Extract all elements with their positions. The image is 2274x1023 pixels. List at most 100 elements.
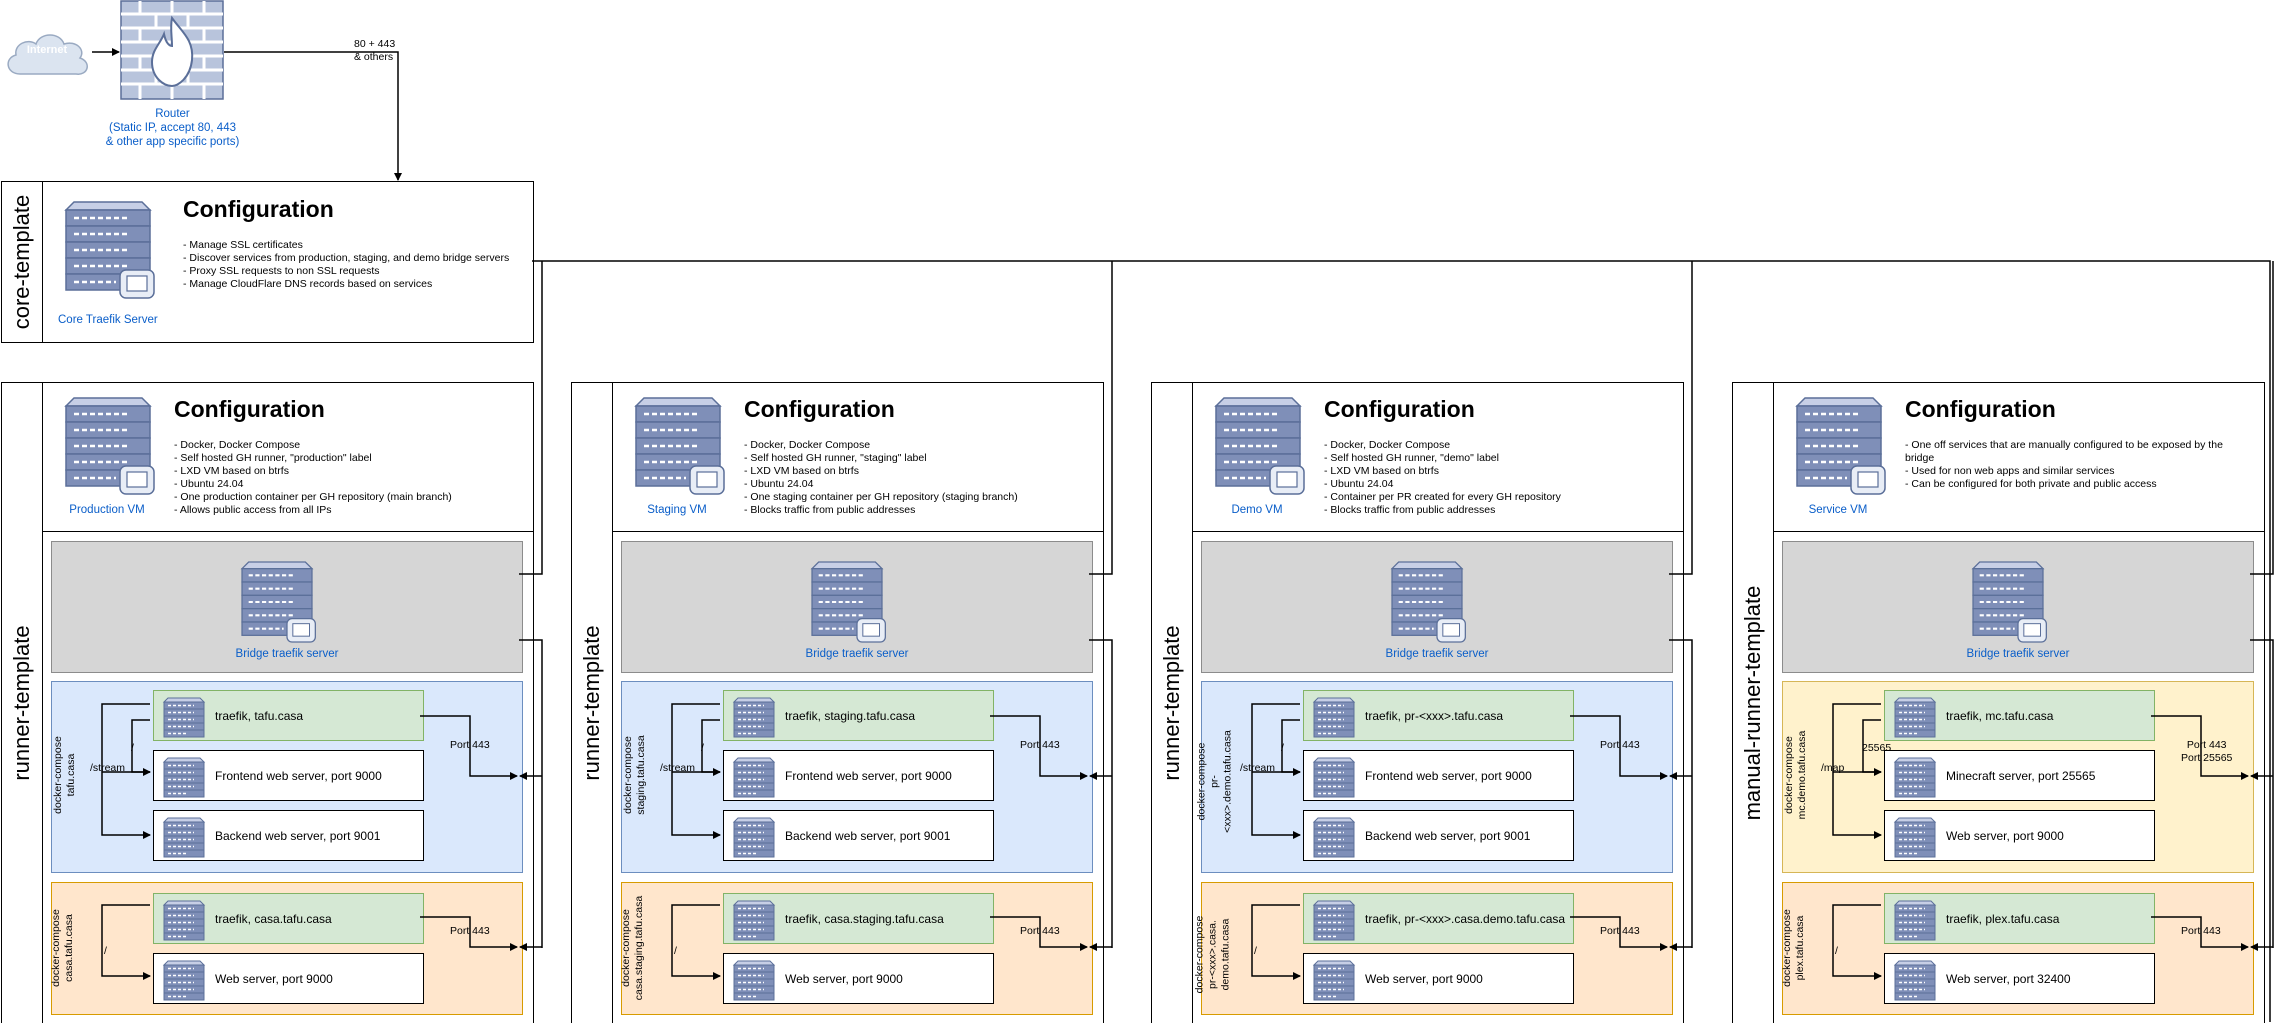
service-box: Minecraft server, port 25565: [1884, 750, 2155, 801]
traefik-service: traefik, plex.tafu.casa: [1884, 893, 2155, 944]
route-link: [701, 719, 721, 776]
route-link: [671, 703, 721, 839]
traefik-service: traefik, casa.tafu.casa: [153, 893, 424, 944]
service-label: Frontend web server, port 9000: [215, 768, 382, 783]
service-label: Web server, port 9000: [215, 971, 333, 986]
service-box: Web server, port 9000: [723, 953, 994, 1004]
bridge-label: Bridge traefik server: [235, 648, 339, 660]
traefik-exit-link: [420, 916, 518, 951]
router-label: Router (Static IP, accept 80, 443 & othe…: [105, 108, 240, 148]
traefik-exit-link: [1570, 715, 1668, 780]
service-box: Web server, port 9000: [1884, 810, 2155, 861]
route-label: /: [104, 945, 107, 957]
route-label: /: [1254, 945, 1257, 957]
service-label: Backend web server, port 9001: [1365, 828, 1531, 843]
vm-label: Staging VM: [647, 504, 707, 516]
service-label: traefik, pr-<xxx>.tafu.casa: [1365, 708, 1504, 723]
route-link: [101, 703, 151, 839]
service-box: Frontend web server, port 9000: [723, 750, 994, 801]
service-label: traefik, pr-<xxx>.casa.demo.tafu.casa: [1365, 911, 1566, 926]
swimlane-title: runner-template: [1152, 383, 1193, 1023]
route-link: [1832, 703, 1882, 839]
port-label: Port 443: [450, 739, 490, 752]
compose-group-secondary: docker-compose pr-<xxx>.casa. demo.tafu.…: [1194, 882, 1673, 1015]
service-box: Frontend web server, port 9000: [1303, 750, 1574, 801]
traefik-service: traefik, mc.tafu.casa: [1884, 690, 2155, 741]
swimlane-title: runner-template: [2, 383, 43, 1023]
service-label: traefik, casa.tafu.casa: [215, 911, 332, 926]
config-divider: [1192, 531, 1683, 532]
service-box: Backend web server, port 9001: [153, 810, 424, 861]
internet-cloud: Internet: [2, 24, 92, 80]
route-link: [131, 719, 151, 776]
route-link: [1832, 904, 1882, 980]
route-label: /stream: [1240, 762, 1276, 774]
traefik-exit-link: [990, 715, 1088, 780]
service-label: traefik, staging.tafu.casa: [785, 708, 916, 723]
service-label: traefik, plex.tafu.casa: [1946, 911, 2060, 926]
service-label: Frontend web server, port 9000: [785, 768, 952, 783]
route-link: [671, 904, 721, 980]
core-traefik-server-label: Core Traefik Server: [58, 314, 158, 326]
traefik-service: traefik, pr-<xxx>.casa.demo.tafu.casa: [1303, 893, 1574, 944]
core-bus-line: [532, 260, 2271, 1022]
service-label: traefik, tafu.casa: [215, 708, 304, 723]
internet-label: Internet: [26, 44, 68, 56]
bridge-group-link: [1089, 639, 1113, 948]
bridge-core-link: [519, 261, 543, 575]
bridge-label: Bridge traefik server: [805, 648, 909, 660]
bridge-core-link: [1089, 261, 1113, 575]
route-link: [101, 904, 151, 980]
bridge-box: Bridge traefik server: [621, 541, 1093, 673]
service-label: Web server, port 32400: [1946, 971, 2071, 986]
core-template-title: core-template: [2, 182, 43, 342]
service-label: Web server, port 9000: [785, 971, 903, 986]
service-box: Frontend web server, port 9000: [153, 750, 424, 801]
bridge-group-link: [1669, 639, 1693, 948]
route-link: [1862, 719, 1882, 776]
traefik-exit-link: [1570, 916, 1668, 951]
bridge-box: Bridge traefik server: [1782, 541, 2254, 673]
config-title: Configuration: [1905, 396, 2056, 422]
config-divider: [1773, 531, 2264, 532]
swimlane-title: manual-runner-template: [1733, 383, 1774, 1023]
service-label: Minecraft server, port 25565: [1946, 768, 2096, 783]
service-label: Backend web server, port 9001: [215, 828, 381, 843]
service-label: traefik, casa.staging.tafu.casa: [785, 911, 944, 926]
traefik-exit-link: [2151, 916, 2249, 951]
lane-manual-runner-template: manual-runner-template Service VM Configur…: [1732, 382, 2265, 1023]
traefik-service: traefik, pr-<xxx>.tafu.casa: [1303, 690, 1574, 741]
traefik-exit-link: [990, 916, 1088, 951]
config-list: - Docker, Docker Compose - Self hosted G…: [174, 439, 452, 516]
config-title: Configuration: [174, 396, 325, 422]
route-link: [1251, 703, 1301, 839]
route-label: /: [1835, 945, 1838, 957]
route-label: /stream: [660, 762, 696, 774]
bridge-core-link: [1669, 261, 1693, 575]
vm-label: Service VM: [1808, 504, 1868, 516]
route-link: [1251, 904, 1301, 980]
service-label: Web server, port 9000: [1946, 828, 2064, 843]
config-title: Configuration: [744, 396, 895, 422]
traefik-service: traefik, casa.staging.tafu.casa: [723, 893, 994, 944]
traefik-service: traefik, tafu.casa: [153, 690, 424, 741]
config-list: - One off services that are manually con…: [1905, 439, 2223, 490]
swimlane-title: runner-template: [572, 383, 613, 1023]
bridge-group-link: [2250, 639, 2274, 948]
bridge-group-link: [519, 639, 543, 948]
service-label: traefik, mc.tafu.casa: [1946, 708, 2054, 723]
service-box: Backend web server, port 9001: [1303, 810, 1574, 861]
service-box: Web server, port 9000: [1303, 953, 1574, 1004]
